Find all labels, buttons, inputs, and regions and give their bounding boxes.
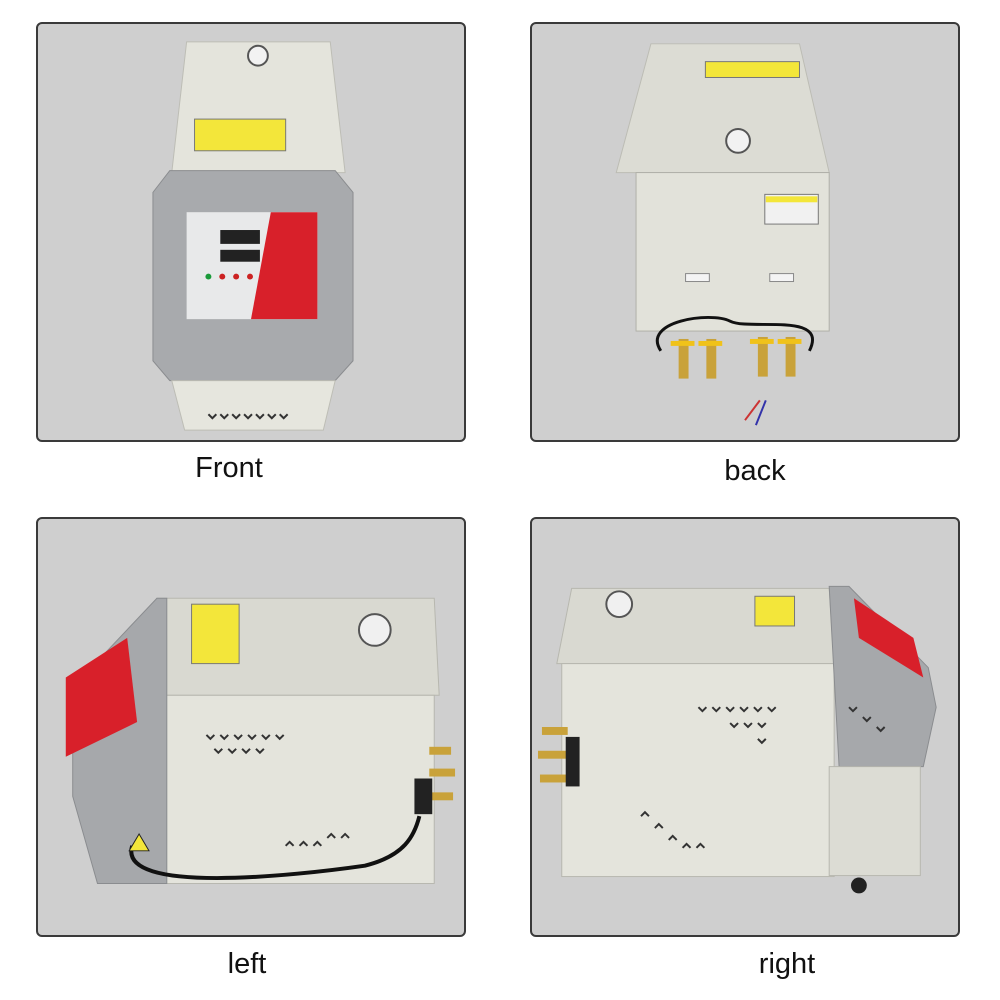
machine-left-illustration [65, 597, 456, 884]
caption-front: Front [195, 452, 263, 484]
warning-label-icon [191, 603, 240, 665]
warning-label-icon [194, 118, 287, 152]
warning-label-icon [704, 61, 800, 78]
machine-front-illustration [152, 41, 354, 431]
valve-icon [414, 746, 456, 815]
pressure-gauge-icon [247, 44, 269, 67]
photo-front [36, 22, 466, 442]
valve-icon [670, 336, 802, 379]
caption-back: back [724, 455, 786, 487]
warning-label-icon [754, 595, 796, 627]
power-cable-icon [129, 815, 422, 881]
pressure-gauge-icon [605, 590, 634, 619]
vent-slots-icon [640, 706, 886, 849]
pressure-gauge-icon [725, 128, 751, 154]
caption-right: right [758, 948, 816, 980]
caption-left: left [227, 948, 267, 980]
machine-right-illustration [537, 585, 937, 894]
vent-slots-icon [205, 734, 350, 847]
vent-slots-icon [207, 413, 289, 420]
photo-left [36, 517, 466, 937]
valve-icon [537, 727, 580, 787]
machine-back-illustration [615, 43, 830, 426]
photo-back [530, 22, 960, 442]
power-cable-icon [656, 315, 814, 352]
pressure-gauge-icon [357, 613, 392, 647]
photo-right [530, 517, 960, 937]
